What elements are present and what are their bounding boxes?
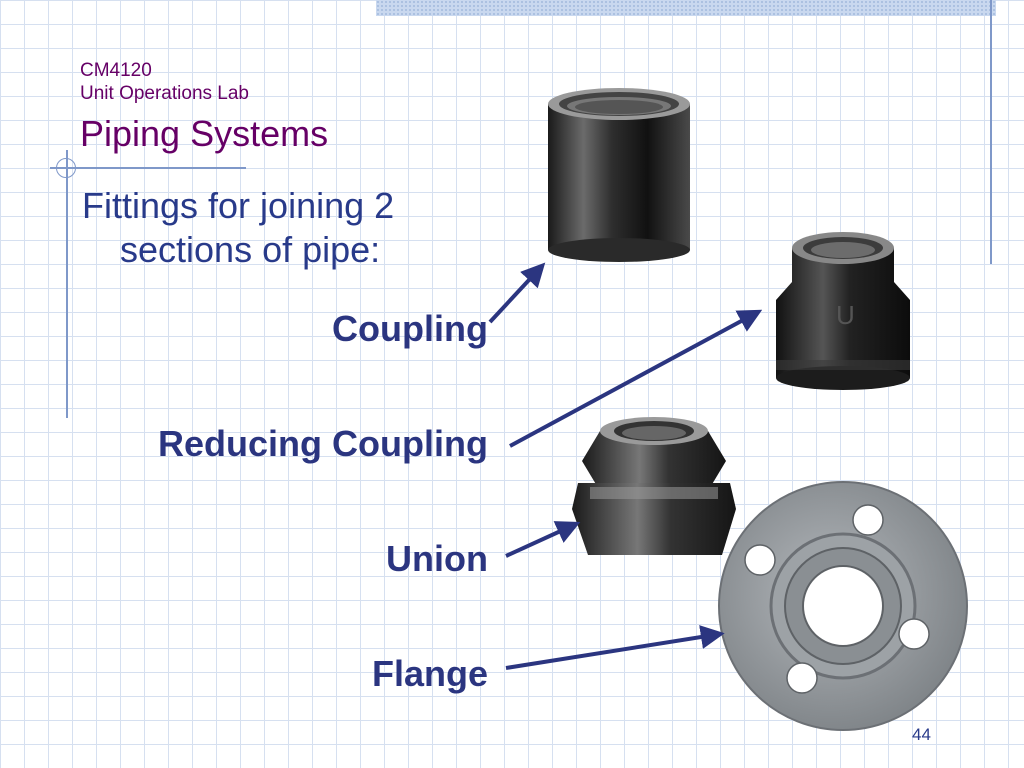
course-header: CM4120 Unit Operations Lab <box>80 59 249 105</box>
decorative-rule-left <box>66 150 68 418</box>
bullet-text: Fittings for joining 2 sections of pipe: <box>82 184 452 272</box>
label-reducing-coupling: Reducing Coupling <box>158 423 488 464</box>
arrow-coupling <box>488 262 546 324</box>
page-number: 44 <box>912 725 931 744</box>
bullet-line-2: sections of pipe: <box>120 229 381 270</box>
svg-text:U: U <box>836 300 855 330</box>
decorative-rule-title <box>50 167 246 169</box>
label-coupling: Coupling <box>332 308 488 349</box>
coupling-photo <box>548 88 690 262</box>
flange-photo <box>718 481 968 731</box>
crosshair-icon <box>56 158 76 178</box>
decorative-top-band <box>376 0 996 16</box>
union-photo <box>572 417 736 555</box>
arrow-union <box>505 521 581 558</box>
arrow-flange <box>505 625 725 670</box>
arrow-reducing-coupling <box>509 309 763 448</box>
reducing-coupling-photo: U <box>776 232 910 390</box>
decorative-rule-right <box>990 0 992 264</box>
label-flange: Flange <box>371 653 488 694</box>
course-code: CM4120 <box>80 60 152 81</box>
slide-title: Piping Systems <box>80 113 329 154</box>
label-union: Union <box>386 538 488 579</box>
course-name: Unit Operations Lab <box>80 83 249 104</box>
bullet-line-1: Fittings for joining 2 <box>82 185 395 226</box>
